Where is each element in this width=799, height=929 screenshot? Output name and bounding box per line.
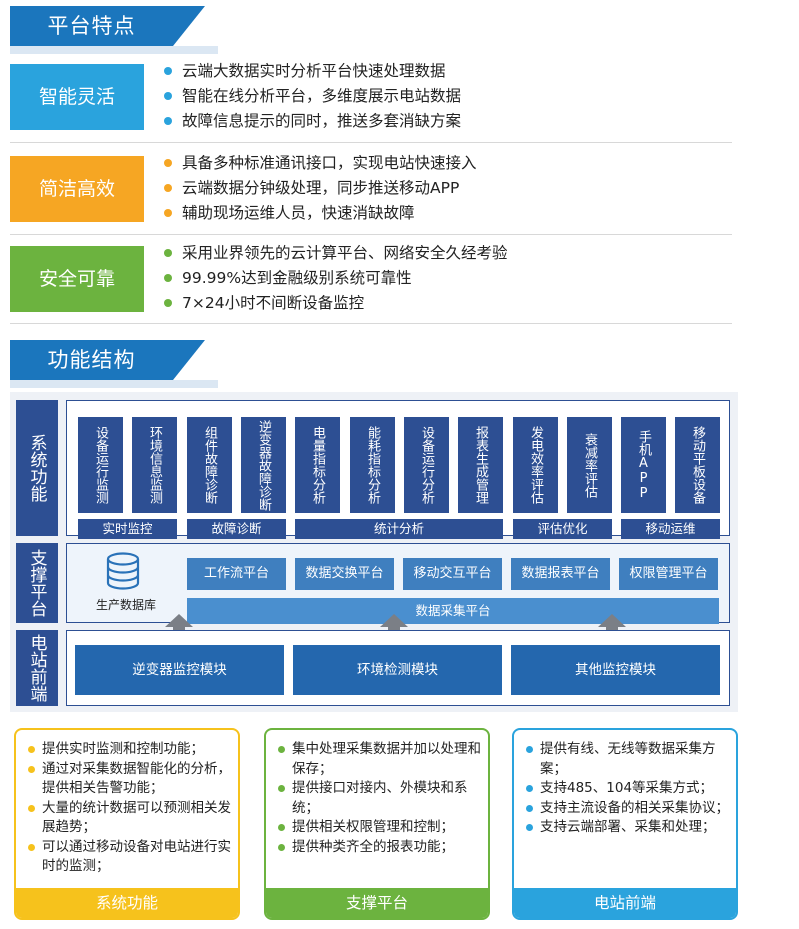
list-item: 具备多种标准通讯接口，实现电站快速接入 — [162, 151, 477, 176]
feature-label-secure: 安全可靠 — [10, 246, 144, 312]
feature-label-smart: 智能灵活 — [10, 64, 144, 130]
list-item: 支持主流设备的相关采集协议； — [524, 799, 730, 819]
list-item: 支持485、104等采集方式； — [524, 779, 730, 799]
function-item: 环境信息监测 — [132, 417, 177, 513]
platform-item: 数据交换平台 — [295, 558, 394, 590]
card-list: 提供有线、无线等数据采集方案； 支持485、104等采集方式； 支持主流设备的相… — [524, 740, 730, 838]
function-item: 手机APP — [621, 417, 666, 513]
function-group: 评估优化 — [513, 519, 612, 539]
list-item: 提供种类齐全的报表功能； — [276, 838, 482, 858]
front-module: 其他监控模块 — [511, 645, 720, 695]
function-item: 组件故障诊断 — [187, 417, 232, 513]
function-item: 设备运行分析 — [404, 417, 449, 513]
card-title: 电站前端 — [514, 888, 736, 918]
list-item: 提供接口对接内、外模块和系统； — [276, 779, 482, 818]
function-group: 移动运维 — [621, 519, 720, 539]
card-system-functions: 提供实时监测和控制功能； 通过对采集数据智能化的分析，提供相关告警功能； 大量的… — [14, 728, 240, 920]
header-triangle — [173, 340, 205, 380]
list-item: 可以通过移动设备对电站进行实时的监测； — [26, 838, 232, 877]
function-item: 衰减率评估 — [567, 417, 612, 513]
station-front-frame: 逆变器监控模块 环境检测模块 其他监控模块 — [66, 630, 730, 706]
function-item: 移动平板设备 — [675, 417, 720, 513]
header-band — [10, 6, 173, 46]
section-header-features: 平台特点 — [10, 6, 218, 54]
card-station-front: 提供有线、无线等数据采集方案； 支持485、104等采集方式； 支持主流设备的相… — [512, 728, 738, 920]
list-item: 支持云端部署、采集和处理； — [524, 818, 730, 838]
header-triangle — [173, 6, 205, 46]
feature-list-smart: 云端大数据实时分析平台快速处理数据 智能在线分析平台，多维度展示电站数据 故障信… — [162, 59, 461, 134]
header-band — [10, 340, 173, 380]
list-item: 通过对采集数据智能化的分析，提供相关告警功能； — [26, 760, 232, 799]
front-module: 逆变器监控模块 — [75, 645, 284, 695]
list-item: 采用业界领先的云计算平台、网络安全久经考验 — [162, 241, 508, 266]
up-arrow-icon — [380, 614, 408, 644]
data-collection-platform: 数据采集平台 — [187, 598, 719, 624]
card-list: 集中处理采集数据并加以处理和保存； 提供接口对接内、外模块和系统； 提供相关权限… — [276, 740, 482, 857]
list-item: 智能在线分析平台，多维度展示电站数据 — [162, 84, 461, 109]
list-item: 辅助现场运维人员，快速消缺故障 — [162, 201, 477, 226]
up-arrow-icon — [598, 614, 626, 644]
list-item: 提供有线、无线等数据采集方案； — [524, 740, 730, 779]
support-platform-frame: 生产数据库 工作流平台 数据交换平台 移动交互平台 数据报表平台 权限管理平台 … — [66, 543, 730, 624]
system-functions-frame: 设备运行监测 环境信息监测 组件故障诊断 逆变器故障诊断 电量指标分析 能耗指标… — [66, 400, 730, 539]
list-item: 提供实时监测和控制功能； — [26, 740, 232, 760]
database-icon — [106, 552, 140, 590]
feature-list-efficient: 具备多种标准通讯接口，实现电站快速接入 云端数据分钟级处理，同步推送移动APP … — [162, 151, 477, 226]
divider — [10, 142, 732, 143]
platform-item: 权限管理平台 — [619, 558, 718, 590]
feature-label-efficient: 简洁高效 — [10, 156, 144, 222]
list-item: 云端大数据实时分析平台快速处理数据 — [162, 59, 461, 84]
list-item: 提供相关权限管理和控制； — [276, 818, 482, 838]
header-underline — [10, 380, 218, 388]
platform-item: 移动交互平台 — [403, 558, 502, 590]
database-label: 生产数据库 — [95, 598, 156, 612]
function-item: 电量指标分析 — [295, 417, 340, 513]
list-item: 集中处理采集数据并加以处理和保存； — [276, 740, 482, 779]
architecture-diagram: 系统功能 设备运行监测 环境信息监测 组件故障诊断 逆变器故障诊断 电量指标分析… — [10, 392, 738, 712]
row-label-front: 电站前端 — [16, 630, 58, 706]
up-arrow-icon — [165, 614, 193, 644]
section-title: 功能结构 — [47, 348, 136, 372]
list-item: 7×24小时不间断设备监控 — [162, 291, 508, 316]
section-header-structure: 功能结构 — [10, 340, 218, 388]
header-underline — [10, 46, 218, 54]
card-support-platform: 集中处理采集数据并加以处理和保存； 提供接口对接内、外模块和系统； 提供相关权限… — [264, 728, 490, 920]
platform-item: 数据报表平台 — [511, 558, 610, 590]
list-item: 云端数据分钟级处理，同步推送移动APP — [162, 176, 477, 201]
function-group: 故障诊断 — [187, 519, 286, 539]
function-item: 报表生成管理 — [458, 417, 503, 513]
divider — [10, 323, 732, 324]
list-item: 大量的统计数据可以预测相关发展趋势； — [26, 799, 232, 838]
card-list: 提供实时监测和控制功能； 通过对采集数据智能化的分析，提供相关告警功能； 大量的… — [26, 740, 232, 877]
function-item: 逆变器故障诊断 — [241, 417, 286, 513]
card-title: 系统功能 — [16, 888, 238, 918]
function-group: 统计分析 — [295, 519, 503, 539]
feature-list-secure: 采用业界领先的云计算平台、网络安全久经考验 99.99%达到金融级别系统可靠性 … — [162, 241, 508, 316]
row-label-system: 系统功能 — [16, 400, 58, 536]
front-module: 环境检测模块 — [293, 645, 502, 695]
section-title: 平台特点 — [47, 14, 136, 38]
list-item: 故障信息提示的同时，推送多套消缺方案 — [162, 109, 461, 134]
platform-item: 工作流平台 — [187, 558, 286, 590]
function-group: 实时监控 — [78, 519, 177, 539]
divider — [10, 234, 732, 235]
function-item: 能耗指标分析 — [350, 417, 395, 513]
function-item: 设备运行监测 — [78, 417, 123, 513]
row-label-support: 支撑平台 — [16, 543, 58, 623]
list-item: 99.99%达到金融级别系统可靠性 — [162, 266, 508, 291]
function-item: 发电效率评估 — [513, 417, 558, 513]
card-title: 支撑平台 — [266, 888, 488, 918]
